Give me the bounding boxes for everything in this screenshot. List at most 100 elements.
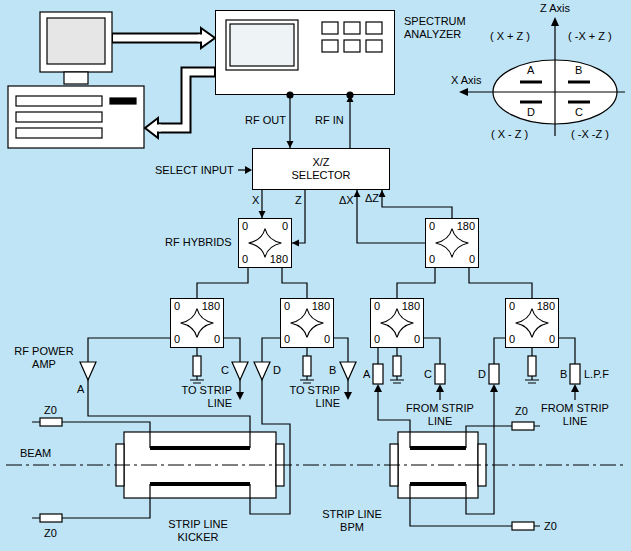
select-input-arrow [238,166,252,174]
data-link-arrow [112,28,215,138]
rf-hybrid: 018000 [425,218,479,268]
electrode-letter: A [527,64,534,77]
port-phase: 0 [214,333,220,346]
port-phase: 0 [549,333,555,346]
impedance-label: Z0 [515,405,528,418]
port-phase: 0 [282,220,288,233]
impedance-label: Z0 [44,527,57,540]
hybrid-symbol [181,309,214,338]
computer [8,86,144,148]
strip-line-wiring [32,380,575,526]
hybrid-symbol [291,309,324,338]
analyzer-body [366,22,382,34]
signal-connector [292,190,305,247]
port-phase: 0 [414,333,420,346]
signal-arrowhead [571,384,579,392]
port-phase: 0 [284,333,290,346]
strip-line-wiring [410,484,540,526]
strip-line-wiring [88,380,250,448]
selector-box: X/Z SELECTOR [252,148,390,190]
channel-letter: D [273,364,281,377]
analyzer-body [322,22,338,34]
part-label: L.P.F [584,368,609,381]
arrowhead [292,240,299,247]
signal-label: FROM STRIP LINE [539,402,611,428]
computer [64,72,88,84]
beam-cross-section [466,91,625,92]
termination-resistor [528,356,536,376]
power-amp [80,362,356,380]
power-amp [340,362,356,380]
signal-label: ΔZ [365,192,379,205]
hybrid-symbol [381,309,414,338]
port-phase: 0 [242,220,248,233]
electrode-letter: D [527,106,535,119]
port-phase: 0 [174,333,180,346]
channel-letter: B [560,368,567,381]
rf-hybrid: 018000 [505,298,559,348]
data-link-arrow [198,35,206,42]
signal-line [469,268,532,298]
signal-connector [282,268,307,298]
termination-resistor [193,356,201,376]
signal-connector [354,190,426,243]
arrowhead [354,190,361,197]
analyzer-body [230,24,294,66]
part-label: STRIP LINE KICKER [162,518,234,544]
signal-arrowhead [236,392,244,400]
computer [8,12,144,148]
data-link-arrow [112,33,205,44]
termination-resistor [40,514,62,522]
port-phase: 0 [174,300,180,313]
signal-arrowhead [374,384,382,392]
strip-line-wiring [239,380,240,393]
spectrum-analyzer: SPECTRUM ANALYZER [215,10,395,95]
hybrid-symbol [516,309,549,338]
computer [16,128,102,138]
part-label: RF POWER AMP [12,345,76,371]
termination-resistor [512,422,534,430]
analyzer-body [322,40,338,52]
power-amp [232,362,248,380]
electrode-sum: ( X + Z ) [490,30,530,43]
port-phase: 180 [312,300,330,313]
signal-connector [469,268,532,298]
electrode-sum: ( -X + Z ) [568,30,612,43]
electrode-letter: B [575,64,582,77]
channel-letter: D [478,368,486,381]
signal-connector [287,95,294,148]
termination-resistor [393,356,401,376]
port-phase: 180 [537,300,555,313]
beam-cross-section [459,17,625,136]
channel-letter: C [424,368,432,381]
hybrid-symbol [436,229,469,258]
signal-connector [197,268,248,298]
signal-line [289,95,290,148]
termination-resistor [40,418,534,530]
beam-cross-section [459,88,468,96]
signal-label: SELECT INPUT [155,164,234,177]
low-pass-filter [570,364,580,384]
channel-letter: A [77,383,84,396]
analyzer-body [366,40,382,52]
rf-hybrid: 018000 [170,298,224,348]
data-link-arrow [154,125,161,132]
box-label: X/Z SELECTOR [289,156,353,182]
strip-line-wiring [250,380,290,514]
port-phase: 0 [374,333,380,346]
channel-letter: B [329,364,336,377]
port-phase: 180 [270,253,288,266]
signal-label: Z [295,194,302,207]
arrowhead [347,95,354,102]
signal-line [282,268,307,298]
signal-label: TO STRIP LINE [176,384,232,410]
port-phase: 0 [374,300,380,313]
signal-connector [379,190,453,218]
strip-line-wiring [32,422,150,518]
beam-line [6,464,625,465]
analyzer-body [344,22,360,34]
